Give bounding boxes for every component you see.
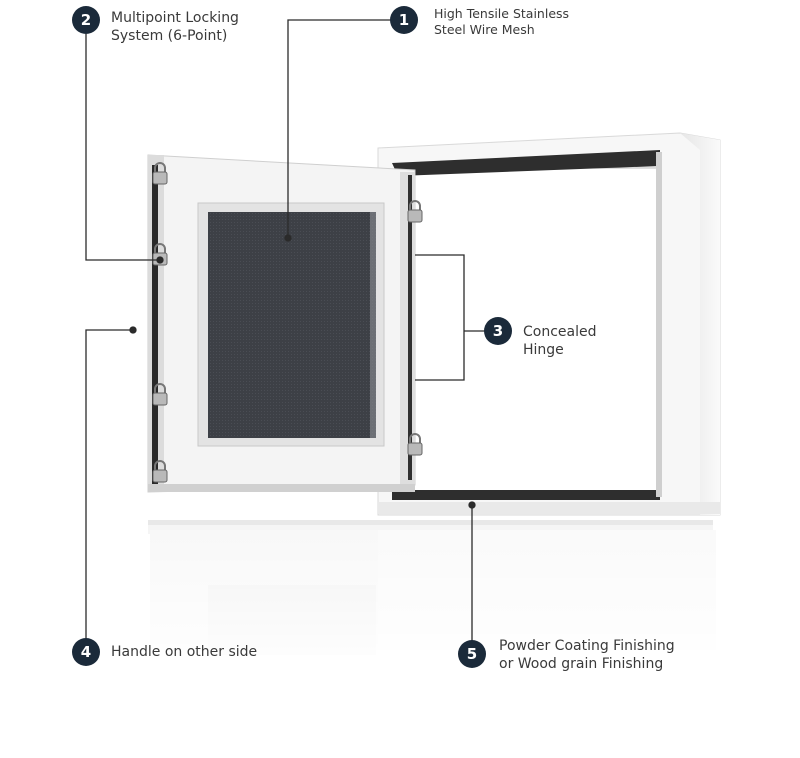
callout-badge-4: 4 [72,638,100,666]
wire-mesh [208,212,376,438]
callout-badge-1: 1 [390,6,418,34]
callout-badge-3: 3 [484,317,512,345]
callout-label-1: High Tensile Stainless Steel Wire Mesh [434,6,570,37]
leader-lines [85,19,486,641]
padlock-icon [407,433,423,456]
leader-line-3-bracket [415,254,465,381]
leader-line-1 [287,19,392,238]
callout-label-2: Multipoint Locking System (6-Point) [111,10,239,44]
padlock-icon [152,162,168,185]
callout-label-5: Powder Coating Finishing or Wood grain F… [499,638,675,672]
callout-label-3: Concealed Hinge [523,324,597,358]
padlock-icon [152,460,168,483]
padlock-icon [152,383,168,406]
padlock-icon [407,200,423,223]
callout-badge-5: 5 [458,640,486,668]
floor-reflection [140,520,730,675]
leader-line-4 [85,329,133,640]
screen-door [147,154,416,493]
callout-label-4: Handle on other side [111,644,258,660]
lock-points [152,162,423,483]
leader-line-2 [85,34,160,261]
callout-badge-2: 2 [72,6,100,34]
